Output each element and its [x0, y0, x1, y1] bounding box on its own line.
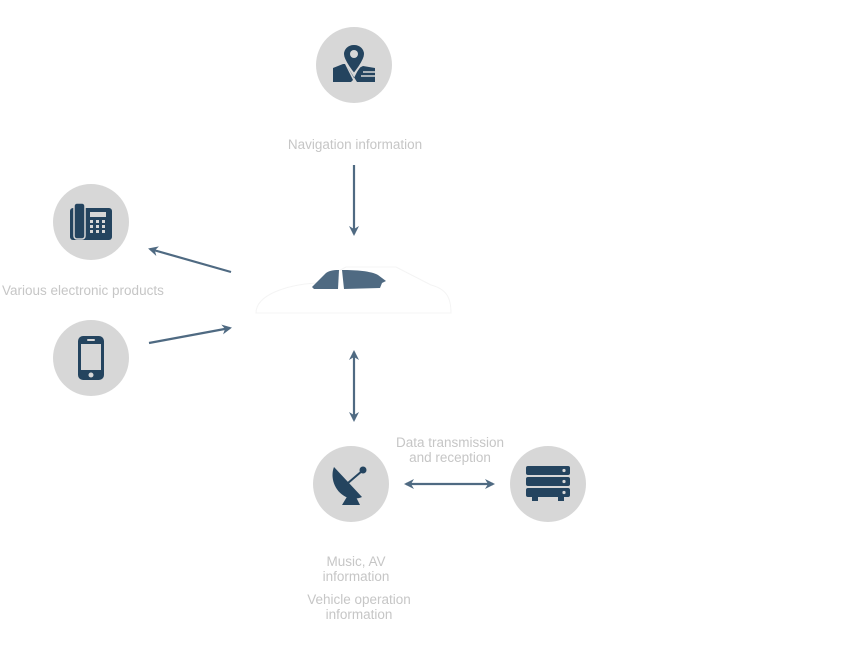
server-icon: [526, 466, 570, 501]
vehicle-line1: Vehicle operation: [307, 592, 411, 607]
data-transfer-line1: Data transmission: [395, 435, 505, 450]
arrow-car-to-phone: [148, 246, 232, 274]
satellite-node: [313, 446, 389, 522]
desk-phone-node: [53, 184, 129, 260]
data-transfer-label: Data transmission and reception: [380, 435, 520, 465]
smartphone-icon: [78, 336, 104, 380]
electronics-label: Various electronic products: [2, 283, 164, 298]
vehicle-label: Vehicle operation information: [289, 592, 429, 622]
car-icon: [255, 266, 452, 314]
arrow-smartphone-to-car: [148, 324, 232, 345]
server-node: [510, 446, 586, 522]
music-line1: Music, AV: [326, 554, 386, 569]
desk-phone-icon: [70, 202, 112, 240]
smartphone-node: [53, 320, 129, 396]
satellite-dish-icon: [332, 466, 367, 505]
map-pin-icon: [333, 42, 375, 82]
music-label: Music, AV information: [286, 554, 426, 584]
data-transfer-line2: and reception: [409, 450, 491, 465]
navigation-label: Navigation information: [287, 137, 423, 152]
navigation-node: [316, 27, 392, 103]
vehicle-line2: information: [325, 607, 393, 622]
music-line2: information: [322, 569, 390, 584]
